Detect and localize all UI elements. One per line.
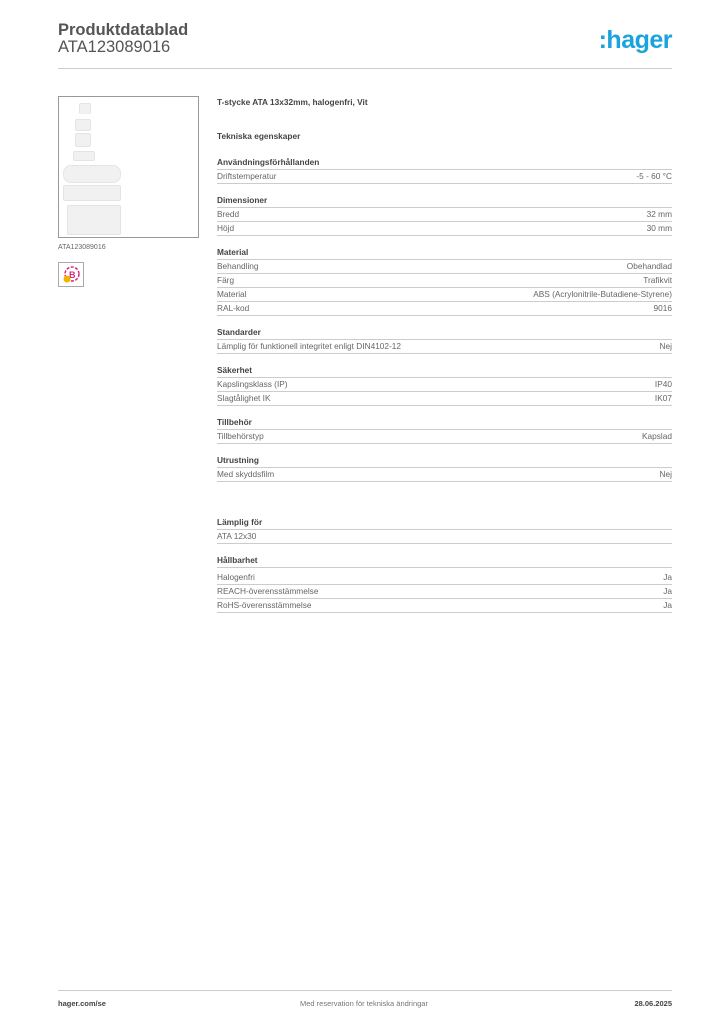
spec-value: ABS (Acrylonitrile-Butadiene-Styrene) [533, 289, 672, 299]
spec-value: IK07 [654, 393, 672, 403]
spec-label: Driftstemperatur [217, 171, 277, 181]
tech-heading: Tekniska egenskaper [217, 131, 301, 141]
spec-label: Behandling [217, 261, 259, 271]
spec-row: RoHS-överensstämmelse Ja [217, 599, 672, 613]
spec-row: Bredd 32 mm [217, 208, 672, 222]
product-code: ATA123089016 [58, 38, 171, 56]
spec-label: ATA 12x30 [217, 531, 257, 541]
spec-label: REACH-överensstämmelse [217, 586, 319, 596]
spec-label: Färg [217, 275, 235, 285]
spec-label: Halogenfri [217, 572, 255, 582]
svg-text:B: B [69, 270, 76, 280]
spec-value: 30 mm [646, 223, 672, 233]
spec-row: Slagtålighet IK IK07 [217, 392, 672, 406]
section-heading: Material [217, 246, 672, 260]
spec-label: Kapslingsklass (IP) [217, 379, 288, 389]
spec-label: RoHS-överensstämmelse [217, 600, 312, 610]
spec-label: Med skyddsfilm [217, 469, 275, 479]
section-heading: Tillbehör [217, 416, 672, 430]
spec-row: REACH-överensstämmelse Ja [217, 585, 672, 599]
spec-label: Lämplig för funktionell integritet enlig… [217, 341, 402, 351]
spec-label: Slagtålighet IK [217, 393, 271, 403]
spec-value: Ja [663, 572, 672, 582]
section-heading: Utrustning [217, 454, 672, 468]
header-divider [58, 68, 672, 69]
hager-logo: :hager [598, 26, 673, 54]
section-heading: Användningsförhållanden [217, 156, 672, 170]
section-heading: Dimensioner [217, 194, 672, 208]
spec-value: Trafikvit [643, 275, 672, 285]
spec-value: Kapslad [642, 431, 672, 441]
spec-row: Halogenfri Ja [217, 571, 672, 585]
footer-divider [58, 990, 672, 991]
spec-value: 32 mm [646, 209, 672, 219]
spec-row: Material ABS (Acrylonitrile-Butadiene-Sty… [217, 288, 672, 302]
section-heading: Hållbarhet [217, 554, 672, 568]
spec-row: Lämplig för funktionell integritet enlig… [217, 340, 672, 354]
spec-row: Med skyddsfilm Nej [217, 468, 672, 482]
product-title: T-stycke ATA 13x32mm, halogenfri, Vit [217, 97, 368, 107]
section-heading: Säkerhet [217, 364, 672, 378]
spec-row: Färg Trafikvit [217, 274, 672, 288]
spec-value: Nej [659, 341, 672, 351]
spec-panel: T-stycke ATA 13x32mm, halogenfri, Vit Te… [217, 96, 672, 623]
spec-row: Driftstemperatur -5 - 60 °C [217, 170, 672, 184]
footer-date: 28.06.2025 [634, 999, 672, 1008]
spec-row: Höjd 30 mm [217, 222, 672, 236]
spec-value: -5 - 60 °C [636, 171, 672, 181]
spec-row: ATA 12x30 [217, 530, 672, 544]
spec-row: Kapslingsklass (IP) IP40 [217, 378, 672, 392]
footer-website-link[interactable]: hager.com/se [58, 999, 106, 1008]
spec-value: IP40 [654, 379, 672, 389]
spec-row: Tillbehörstyp Kapslad [217, 430, 672, 444]
section-heading: Lämplig för [217, 516, 672, 530]
footer-disclaimer: Med reservation för tekniska ändringar [300, 999, 428, 1008]
spec-row: Behandling Obehandlad [217, 260, 672, 274]
spec-label: Tillbehörstyp [217, 431, 264, 441]
document-title: Produktdatablad [58, 21, 189, 39]
product-image [58, 96, 199, 238]
spec-value: Nej [659, 469, 672, 479]
section-heading: Standarder [217, 326, 672, 340]
spec-label: Bredd [217, 209, 240, 219]
image-caption: ATA123089016 [58, 244, 106, 251]
spec-value: Obehandlad [626, 261, 672, 271]
spec-label: Höjd [217, 223, 235, 233]
spec-value: Ja [663, 600, 672, 610]
spec-label: Material [217, 289, 247, 299]
spec-value: Ja [663, 586, 672, 596]
spec-label: RAL-kod [217, 303, 250, 313]
spec-value: 9016 [653, 303, 672, 313]
halogen-free-badge-icon: B [58, 262, 84, 287]
spec-row: RAL-kod 9016 [217, 302, 672, 316]
